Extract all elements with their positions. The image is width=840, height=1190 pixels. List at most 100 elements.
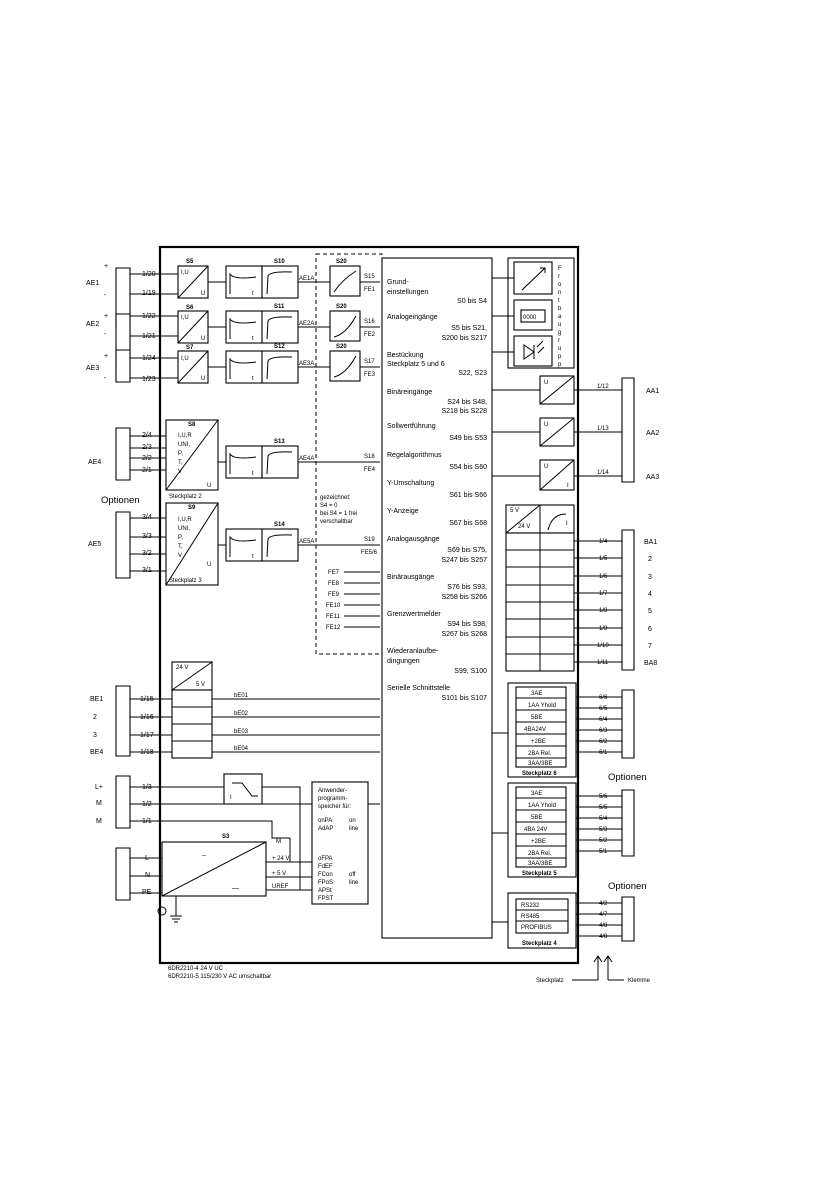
slot5-item-7: 3AA/3BE [528, 861, 552, 867]
front-letter-6: b [558, 306, 562, 312]
list-3-l3: S22, S23 [458, 370, 487, 377]
ae1a-label: AE1A [299, 276, 314, 282]
front-letter-11: u [558, 346, 561, 352]
s9-slot: Steckplatz 3 [169, 578, 202, 584]
front-letter-5: t [558, 298, 560, 304]
fe11-label: FE11 [326, 614, 341, 620]
list-5-l2: S49 bis S53 [449, 435, 487, 442]
list-2-l2: S5 bis S21, [451, 325, 487, 332]
slot4-label: Steckplatz 4 [522, 941, 557, 947]
list-2-l1: Analogeingänge [387, 314, 438, 321]
list-11-l2: S94 bis S98, [447, 621, 487, 628]
ba-24v: 24 V [518, 524, 530, 530]
fe-arrows [344, 571, 380, 628]
ba-5v: 5 V [510, 508, 519, 514]
binary-output-grid [505, 504, 635, 672]
list-8-l1: Y-Anzeige [387, 508, 419, 515]
memory-row-6a: FCon [318, 872, 333, 878]
v24-label: + 24 V [272, 856, 290, 862]
ac-symbol: ~ [202, 853, 206, 860]
s12-label: S12 [274, 344, 285, 350]
ba-pin-8: 1/11 [597, 660, 609, 666]
slot6-item-7: 3AA/3BE [528, 761, 552, 767]
list-13-l1: Serielle Schnittstelle [387, 685, 450, 692]
supply-label-2: M [96, 800, 102, 807]
list-1-l3: S0 bis S4 [457, 298, 487, 305]
slot5-pin-5: 5/2 [599, 838, 608, 844]
s15-label: S15 [364, 274, 375, 280]
s19-label: S19 [364, 537, 375, 543]
list-7-l2: S61 bis S66 [449, 492, 487, 499]
slot4-pin-3: 4/8 [599, 923, 608, 929]
slot5-item-5: +2BE [531, 839, 546, 845]
filter-t-2: t [252, 336, 254, 342]
s13-label: S13 [274, 439, 285, 445]
slot6-item-1: 3AE [531, 691, 542, 697]
supply-label-1: L+ [95, 784, 103, 791]
slot6-pin-6: 6/1 [599, 750, 608, 756]
list-12-l2: dingungen [387, 658, 420, 665]
slot5-item-1: 3AE [531, 791, 542, 797]
memory-row-1b: on [349, 818, 356, 824]
ba-pin-7: 1/10 [597, 643, 609, 649]
ae4a-label: AE4A [299, 456, 314, 462]
ba-pin-1: 1/4 [599, 539, 608, 545]
s7-top: I,U [181, 356, 189, 362]
aa-label-3: AA3 [646, 474, 659, 481]
aa-box1-u: U [544, 380, 548, 386]
ae3-pin-b: 1/23 [142, 376, 156, 383]
list-11-l3: S267 bis S268 [441, 631, 487, 638]
s8-line-3: P, [178, 451, 183, 457]
be-label-2: 2 [93, 714, 97, 721]
s8-line-5: V [178, 469, 182, 475]
ba-label-7: 7 [648, 643, 652, 650]
ae4-label: AE4 [88, 459, 101, 466]
input-converter-blocks [165, 265, 219, 586]
note-line-4: verschaltbar [320, 519, 353, 525]
slot6-label: Steckplatz 6 [522, 771, 557, 777]
list-3-l1: Bestückung [387, 352, 424, 359]
filter-t-1: t [252, 291, 254, 297]
ba-i: I [566, 521, 568, 527]
fe4-label: FE4 [364, 467, 376, 473]
ae2a-label: AE2A [299, 321, 314, 327]
aa-label-2: AA2 [646, 430, 659, 437]
ba-pin-5: 1/8 [599, 608, 608, 614]
slot5-item-3: 5BE [531, 815, 542, 821]
slot5-pin-1: 5/6 [599, 794, 608, 800]
list-12-l3: S99, S100 [454, 668, 487, 675]
ae3a-label: AE3A [299, 361, 314, 367]
s5-bottom: U [201, 291, 205, 297]
slot6-item-2: 1AA Yhold [528, 703, 556, 709]
ae1-plus: + [104, 263, 108, 270]
slot6-pin-5: 6/2 [599, 739, 608, 745]
ae2-label: AE2 [86, 321, 99, 328]
footer-line-1: 6DR2210-4 24 V UC [168, 966, 224, 972]
be01-label: bE01 [234, 693, 249, 699]
be-label-4: BE4 [90, 749, 103, 756]
slot5-item-6: 2BA Rel. [528, 851, 552, 857]
front-letter-3: o [558, 282, 562, 288]
list-12-l1: Wiederanlaufbe- [387, 648, 439, 655]
optionen-right-2: Optionen [608, 881, 647, 892]
option-slots [492, 682, 635, 949]
s6-bottom: U [201, 336, 205, 342]
fe56-label: FE5/6 [361, 550, 378, 556]
function-list-box [381, 257, 493, 939]
ae3-label: AE3 [86, 365, 99, 372]
list-4-l3: S218 bis S228 [441, 408, 487, 415]
ae1-label: AE1 [86, 280, 99, 287]
s20-function-blocks [329, 265, 380, 382]
memory-row-1a: onPA [318, 818, 332, 824]
list-4-l2: S24 bis S48, [447, 399, 487, 406]
front-letter-4: n [558, 290, 561, 296]
slot5-pin-6: 5/1 [599, 849, 608, 855]
fe12-label: FE12 [326, 625, 341, 631]
s6-name: S6 [186, 305, 194, 311]
ba-label-4: 4 [648, 591, 652, 598]
slot6-item-3: 5BE [531, 715, 542, 721]
s9-bottom: U [207, 562, 211, 568]
note-line-1: gezeichnet: [320, 495, 351, 501]
fe2-label: FE2 [364, 332, 376, 338]
s7-bottom: U [201, 376, 205, 382]
